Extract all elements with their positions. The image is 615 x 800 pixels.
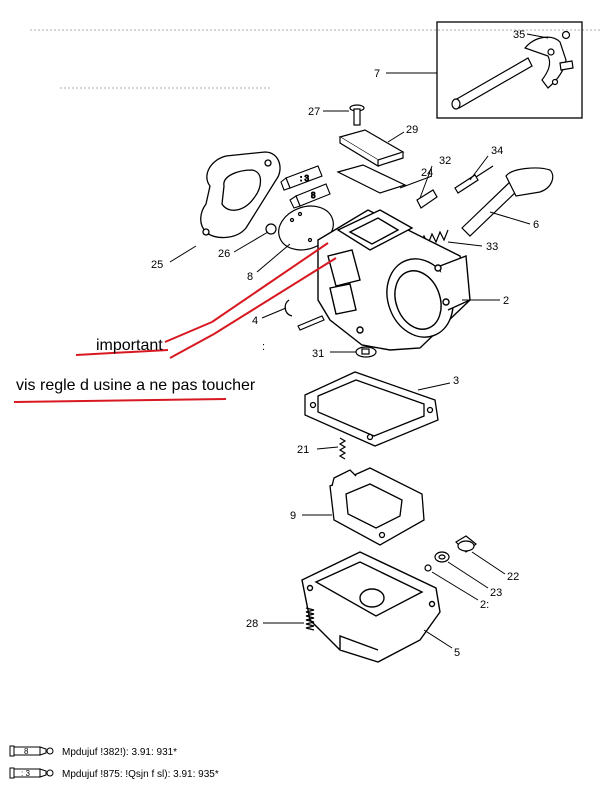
washer-23 (434, 551, 450, 563)
inset-box (436, 21, 583, 119)
leader-lines (169, 33, 549, 649)
callout-6: 6 (533, 219, 539, 231)
callout-25: 25 (151, 259, 163, 271)
callout-9: 9 (290, 510, 296, 522)
callout-26: 26 (218, 248, 230, 260)
legend-tube-2 (9, 767, 54, 779)
callout-31: 31 (312, 348, 324, 360)
callout-29: 29 (406, 124, 418, 136)
callout-21: 21 (297, 444, 309, 456)
mounting-gasket-25 (200, 151, 281, 239)
spring-33 (419, 229, 449, 247)
plug-22 (455, 535, 477, 553)
pin (297, 315, 325, 331)
callout-8: 8 (247, 271, 253, 283)
float-bowl-5 (301, 551, 441, 663)
screw-27 (349, 104, 365, 126)
legend-tube-2-label: : 3 (21, 769, 30, 778)
callout-33: 33 (486, 241, 498, 253)
callout-2: 2 (503, 295, 509, 307)
legend-tube-1-label: 8 (24, 747, 29, 756)
diaphragm-plate-9 (329, 467, 425, 546)
callout-24: 24 (421, 167, 433, 179)
callout-4: 4 (252, 315, 258, 327)
tube-label-8: 8 (311, 191, 316, 200)
callout-5: 5 (454, 647, 460, 659)
callout-7: 7 (374, 68, 380, 80)
faint-scan-lines (30, 29, 600, 89)
needle-34 (454, 165, 494, 194)
small-screw-2-colon (424, 564, 432, 572)
sealant-tube-3: : 3 (280, 165, 323, 191)
annotation-factory-screw-note: vis regle d usine a ne pas toucher (16, 377, 256, 394)
throttle-lever-shaft (451, 30, 574, 110)
callout-numbers: 35 7 27 29 32 34 24 6 33 2 26 25 8 4 : 3… (151, 29, 539, 659)
legend-item-2: Mpdujuf !875: !Qsjn f sl): 3.91: 935* (62, 769, 219, 780)
spring-32 (416, 189, 438, 209)
cover-plate-29 (338, 129, 405, 168)
gasket-3 (304, 371, 439, 447)
legend-item-1: Mpdujuf !382!): 3.91: 931* (62, 747, 177, 758)
callout-34: 34 (491, 145, 503, 157)
washer-31 (355, 346, 377, 358)
callout-23: 23 (490, 587, 502, 599)
red-annotation-marks (13, 242, 337, 403)
legend: 8 Mpdujuf !382!): 3.91: 931* : 3 Mpdujuf… (9, 745, 219, 780)
throttle-shaft-6 (461, 167, 554, 237)
screw-26 (265, 223, 277, 235)
callout-35: 35 (513, 29, 525, 41)
callout-2-colon: 2: (480, 599, 489, 611)
gasket-24 (336, 164, 407, 194)
carburetor-body-2 (317, 209, 471, 351)
annotation-important: important (96, 337, 163, 354)
legend-tube-1 (9, 745, 54, 757)
callout-32: 32 (439, 155, 451, 167)
callout-colon: : (262, 341, 265, 353)
tube-label-3: : 3 (300, 174, 309, 183)
callout-28: 28 (246, 618, 258, 630)
callout-22: 22 (507, 571, 519, 583)
spring-28 (305, 607, 315, 631)
callout-3: 3 (453, 375, 459, 387)
spring-21 (338, 437, 347, 460)
sealant-tube-8: 8 (289, 183, 331, 209)
callout-27: 27 (308, 106, 320, 118)
clip-4 (284, 299, 293, 317)
